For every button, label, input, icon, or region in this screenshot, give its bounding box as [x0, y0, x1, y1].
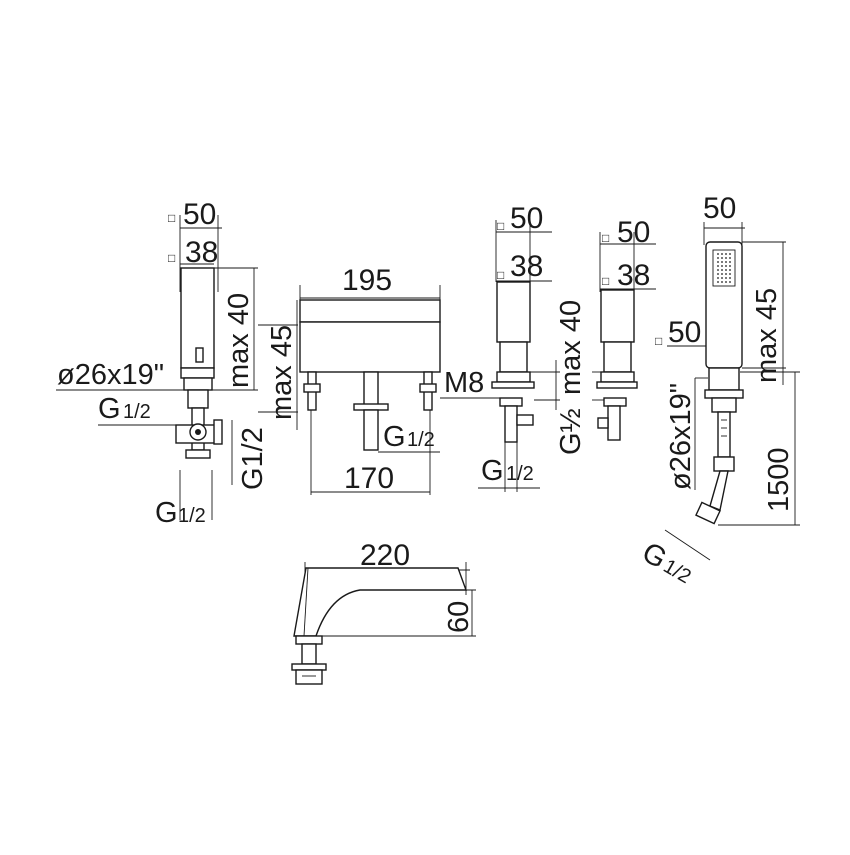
dim-195: 195 — [342, 264, 392, 297]
dim-220: 220 — [360, 539, 410, 572]
unit-diverter-left: □ 50 □ 38 ø26x19" max 40 max 45 G — [56, 198, 298, 529]
square-symbol: □ — [655, 334, 662, 348]
thread-g-left: G — [98, 393, 121, 425]
dim-max45-right: max 45 — [751, 288, 783, 383]
unit-bath-spout-body: 195 M8 G 1/2 170 — [299, 264, 500, 495]
dim-1500: 1500 — [763, 447, 795, 512]
dim-max45-left: max 45 — [266, 325, 298, 420]
dim-diameter-left: ø26x19" — [57, 359, 164, 391]
dim-50-right: 50 — [617, 216, 650, 249]
square-symbol: □ — [602, 231, 609, 245]
square-symbol: □ — [168, 211, 175, 225]
dim-g-vertical-right: G½ — [555, 408, 587, 455]
dim-170: 170 — [344, 462, 394, 495]
unit-valve-middle: □ 50 □ 38 G 1/2 — [478, 202, 560, 492]
thread-frac-bottom-left: 1/2 — [178, 505, 206, 527]
unit-hand-shower: 50 max 45 □ 50 ø26x19" 1500 G — [637, 192, 800, 588]
dim-50-holder: 50 — [668, 316, 701, 349]
thread-g-vertical: G1/2 — [237, 427, 269, 490]
thread-frac-left: 1/2 — [123, 401, 151, 423]
thread-m8: M8 — [444, 367, 484, 399]
square-symbol: □ — [602, 274, 609, 288]
dim-38-middle: 38 — [510, 250, 543, 283]
thread-frac-middle: 1/2 — [506, 463, 534, 485]
thread-g-bottom-left: G — [155, 497, 178, 529]
dim-max40-right: max 40 — [555, 300, 587, 395]
dim-50-shower: 50 — [703, 192, 736, 225]
dim-38-left: 38 — [185, 236, 218, 269]
unit-valve-right: G½ max 40 □ 50 □ 38 — [555, 216, 656, 455]
square-symbol: □ — [168, 251, 175, 265]
thread-frac-center: 1/2 — [407, 429, 435, 451]
dim-50-left: 50 — [183, 198, 216, 231]
thread-g-middle: G — [481, 455, 504, 487]
dim-38-right: 38 — [617, 259, 650, 292]
dim-max40-left: max 40 — [223, 293, 255, 388]
square-symbol: □ — [497, 219, 504, 233]
dim-diameter-right: ø26x19" — [665, 383, 697, 490]
dim-50-middle: 50 — [510, 202, 543, 235]
thread-g-center: G — [383, 421, 406, 453]
unit-spout-lower: 220 60 — [291, 539, 476, 685]
shower-nozzle-grid — [715, 252, 733, 284]
dim-60: 60 — [443, 601, 475, 633]
square-symbol: □ — [497, 268, 504, 282]
